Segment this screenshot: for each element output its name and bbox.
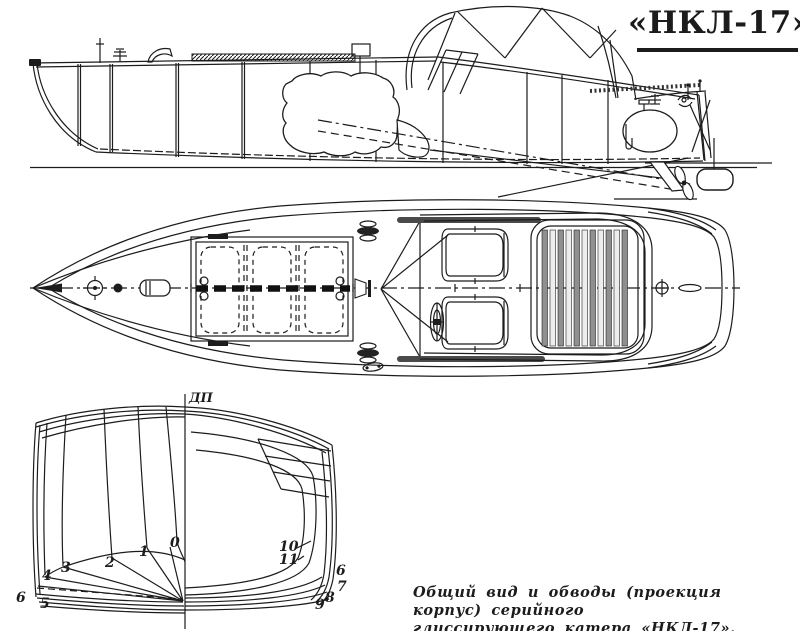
cockpit-coaming (419, 212, 653, 362)
station-label-right-10: 10 (279, 539, 299, 555)
stem-head-plan (34, 283, 62, 293)
hatch-handle (208, 341, 228, 346)
ring-bollard (83, 276, 107, 300)
cleat-plan (362, 362, 384, 372)
mushroom-vent-plan (357, 220, 379, 242)
station-label-left-6: 6 (16, 590, 26, 606)
aft-rail (589, 83, 701, 93)
stem-head-fitting (29, 59, 41, 66)
cowl-vent (147, 47, 173, 63)
bow-sections (32, 405, 186, 614)
station-label-left-2: 2 (105, 555, 115, 571)
seat (441, 226, 509, 284)
grab-rail (191, 53, 356, 62)
station-label-left-3: 3 (61, 560, 71, 576)
station-label-right-9: 9 (315, 597, 325, 613)
caption-line-2: глиссирующего катера «НКЛ-17». (413, 620, 736, 631)
hatch-handle (208, 234, 228, 239)
engine-hatch (190, 234, 371, 346)
station-label-left-5: 5 (40, 596, 50, 612)
centerline-label: ДП (189, 391, 213, 406)
aft-fittings (655, 279, 702, 297)
windshield-profile (427, 49, 479, 95)
seat (441, 294, 509, 352)
steering-wheel (429, 302, 445, 342)
body-plan (32, 394, 337, 629)
canopy (405, 5, 637, 101)
caption-line-1: Общий вид и обводы (проекция корпус) сер… (413, 584, 722, 620)
vent-box (139, 279, 171, 297)
plan-view (30, 199, 740, 377)
mushroom-vent-stern (649, 94, 661, 105)
stern-sections (184, 431, 337, 611)
mushroom-vent-bow (113, 48, 127, 62)
station-label-left-0: 0 (170, 535, 180, 551)
horn-fitting (354, 278, 367, 299)
title-underline (637, 48, 798, 52)
propeller (674, 165, 694, 201)
deck-plug (113, 283, 123, 293)
station-label-right-7: 7 (337, 579, 347, 595)
gunwale-inner (46, 208, 723, 368)
figure-caption: Общий вид и обводы (проекция корпус) сер… (413, 584, 795, 631)
drawing-title: «НКЛ-17» (628, 5, 800, 41)
station-label-left-1: 1 (139, 544, 149, 560)
fuel-tank (622, 99, 678, 153)
slatted-floor (530, 219, 645, 355)
windshield-plan (380, 219, 449, 359)
station-label-right-11: 11 (279, 552, 299, 568)
station-label-right-8: 8 (325, 590, 335, 606)
station-label-right-6: 6 (336, 563, 346, 579)
rudder-blade (696, 168, 734, 191)
bow-staff (96, 38, 104, 63)
mushroom-vent-plan (357, 342, 379, 364)
stern-cleat (677, 94, 693, 108)
station-label-left-4: 4 (42, 568, 52, 584)
engine (282, 71, 400, 157)
transom-structure (686, 79, 712, 161)
side-view (29, 5, 772, 201)
